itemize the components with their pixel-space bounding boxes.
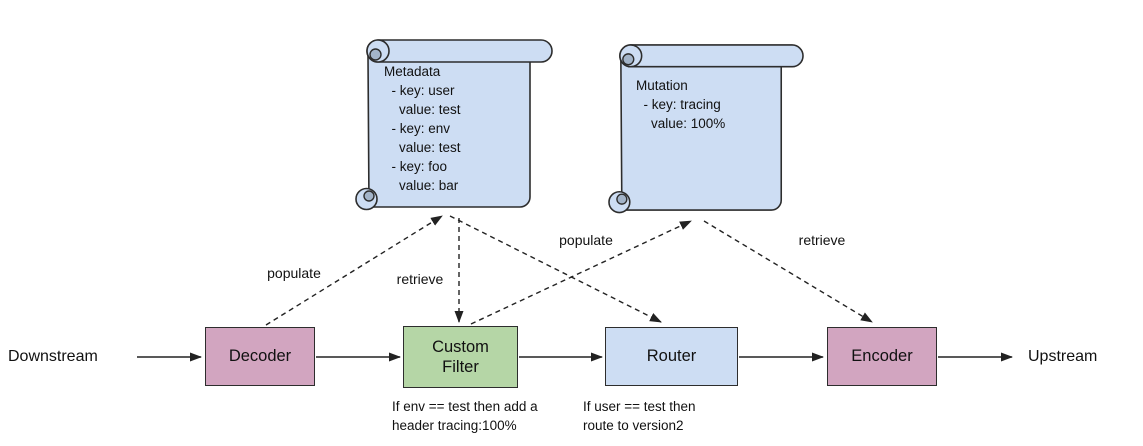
- edge-label-populate-mutation: populate: [559, 232, 613, 248]
- edge-label-populate-metadata: populate: [267, 265, 321, 281]
- scroll-body: [620, 60, 783, 211]
- node-router: Router: [605, 327, 738, 386]
- scroll-body: [367, 55, 531, 208]
- scroll-bottom-curl-inner-icon: [616, 193, 628, 205]
- edge-mutation-retrieve-encoder: [703, 220, 873, 323]
- metadata-scroll-text: Metadata - key: user value: test - key: …: [384, 64, 461, 193]
- edge-decoder-populate-metadata: [265, 215, 443, 326]
- scroll-bottom-curl-inner-icon: [363, 190, 375, 202]
- scroll-top-curl-inner-icon: [622, 53, 635, 66]
- edge-label-retrieve-mutation: retrieve: [798, 232, 846, 248]
- edge-label-retrieve-metadata: retrieve: [396, 271, 444, 287]
- upstream-label: Upstream: [1028, 348, 1098, 365]
- node-decoder: Decoder: [205, 327, 315, 386]
- custom-filter-caption: If env == test then add a header tracing…: [392, 399, 538, 433]
- mutation-scroll-text: Mutation - key: tracing value: 100%: [636, 78, 726, 131]
- node-encoder: Encoder: [827, 327, 937, 386]
- metadata-scroll-shape: [355, 39, 553, 211]
- router-caption: If user == test then route to version2: [583, 399, 696, 433]
- downstream-label: Downstream: [8, 348, 98, 365]
- edge-metadata-retrieve-router: [449, 215, 662, 323]
- scroll-top-roll: [366, 39, 553, 63]
- node-custom-filter: Custom Filter: [403, 326, 518, 388]
- scroll-top-roll: [619, 44, 804, 68]
- mutation-scroll-shape: [608, 44, 804, 214]
- edge-filter-populate-mutation: [470, 220, 692, 325]
- scroll-top-curl-inner-icon: [369, 48, 382, 61]
